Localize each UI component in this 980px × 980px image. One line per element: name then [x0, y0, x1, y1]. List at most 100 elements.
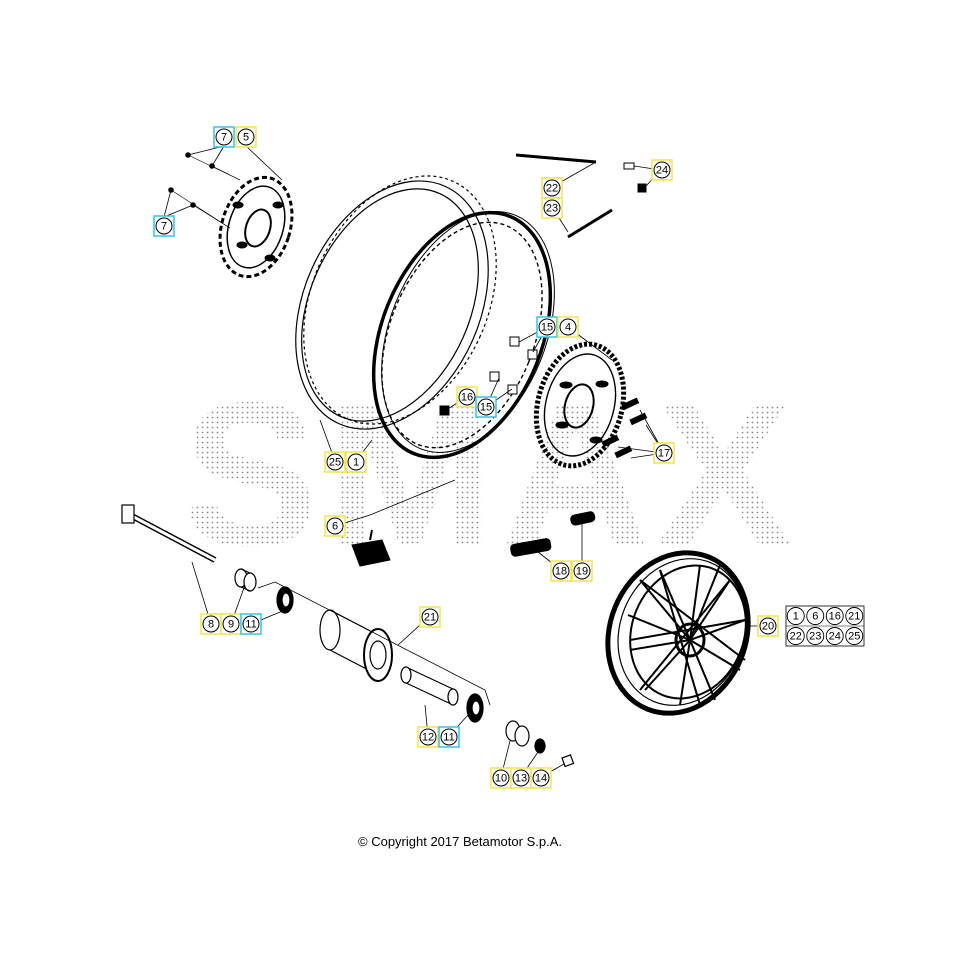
callout-1: 1	[345, 451, 367, 473]
copyright-notice: © Copyright 2017 Betamotor S.p.A.	[358, 834, 562, 849]
callout-circle	[655, 444, 673, 462]
callout-label: 1	[353, 457, 359, 469]
hub	[319, 609, 393, 682]
callout-label: 22	[546, 183, 558, 195]
callout-label: 14	[535, 773, 547, 785]
callout-circle	[440, 728, 458, 746]
callout-7: 7	[213, 126, 235, 148]
callout-6: 6	[324, 515, 346, 537]
callout-15: 15	[536, 316, 558, 338]
callout-circle	[573, 562, 591, 580]
callout-label: 16	[461, 392, 473, 404]
callout-11: 11	[438, 726, 460, 748]
callout-24: 24	[651, 159, 673, 181]
rim-lock	[351, 529, 391, 567]
callout-23: 23	[541, 197, 563, 219]
tyre	[295, 175, 497, 430]
right-spacer	[505, 720, 575, 768]
legend-circle	[786, 627, 805, 645]
callout-13: 13	[510, 767, 532, 789]
callout-circle	[759, 617, 777, 635]
callout-9: 9	[220, 613, 242, 635]
callout-12: 12	[417, 726, 439, 748]
callout-4: 4	[557, 316, 579, 338]
legend-circle	[806, 627, 825, 645]
spokes-loose	[515, 153, 647, 239]
callout-circle	[538, 318, 556, 336]
callout-label: 7	[161, 221, 167, 233]
callout-25: 25	[324, 451, 346, 473]
legend-circle	[806, 607, 825, 625]
callout-circle	[421, 608, 439, 626]
spacer-tube	[400, 666, 484, 723]
chain-link	[510, 511, 596, 557]
callout-circle	[543, 199, 561, 217]
legend-circle	[845, 627, 864, 645]
callout-circle	[559, 318, 577, 336]
callout-label: 24	[656, 165, 668, 177]
axle	[121, 504, 217, 563]
callout-circle	[326, 453, 344, 471]
callout-19: 19	[571, 560, 593, 582]
callout-5: 5	[235, 126, 257, 148]
callout-21: 21	[419, 606, 441, 628]
legend-label-25: 25	[848, 631, 860, 643]
callout-circle	[552, 562, 570, 580]
callout-circle	[653, 161, 671, 179]
legend-label-21: 21	[848, 611, 860, 623]
legend-label-16: 16	[829, 611, 841, 623]
legend-circle	[845, 607, 864, 625]
callout-label: 11	[443, 732, 454, 744]
callout-circle	[202, 615, 220, 633]
callout-circle	[215, 128, 233, 146]
callout-circle	[326, 517, 344, 535]
callout-circle	[532, 769, 550, 787]
callout-14: 14	[530, 767, 552, 789]
legend-label-24: 24	[829, 631, 841, 643]
callout-circle	[543, 179, 561, 197]
callout-circle	[237, 128, 255, 146]
legend-circle	[825, 607, 844, 625]
legend-label-22: 22	[790, 631, 802, 643]
legend-label-23: 23	[809, 631, 821, 643]
wheel-assembly	[605, 550, 751, 716]
callout-label: 9	[228, 619, 234, 631]
callout-label: 11	[245, 619, 256, 631]
legend-circle	[786, 607, 805, 625]
callout-16: 16	[456, 386, 478, 408]
sprocket-nuts	[439, 336, 538, 416]
legend-circle	[825, 627, 844, 645]
callout-label: 15	[541, 322, 553, 334]
callout-8: 8	[200, 613, 222, 635]
callout-label: 4	[565, 322, 571, 334]
callout-circle	[242, 615, 260, 633]
callout-label: 21	[424, 612, 436, 624]
callout-circle	[222, 615, 240, 633]
callout-label: 7	[221, 132, 227, 144]
callout-label: 25	[329, 457, 341, 469]
callout-circle	[419, 728, 437, 746]
callout-label: 20	[762, 621, 774, 633]
disc-bolts	[168, 152, 241, 229]
callout-label: 19	[576, 566, 588, 578]
callout-label: 23	[546, 203, 558, 215]
sprocket-bolts	[601, 397, 648, 459]
callout-label: 5	[243, 132, 249, 144]
callout-label: 17	[658, 448, 670, 460]
legend-label-6: 6	[812, 611, 818, 623]
rim	[371, 210, 555, 460]
callout-7: 7	[153, 215, 175, 237]
callout-18: 18	[550, 560, 572, 582]
callout-22: 22	[541, 177, 563, 199]
callout-label: 12	[422, 732, 434, 744]
callout-11: 11	[240, 613, 262, 635]
sprocket	[533, 341, 627, 469]
callout-circle	[492, 769, 510, 787]
brake-disc	[218, 175, 294, 279]
callout-15: 15	[475, 396, 497, 418]
callout-10: 10	[490, 767, 512, 789]
callout-circle	[458, 388, 476, 406]
